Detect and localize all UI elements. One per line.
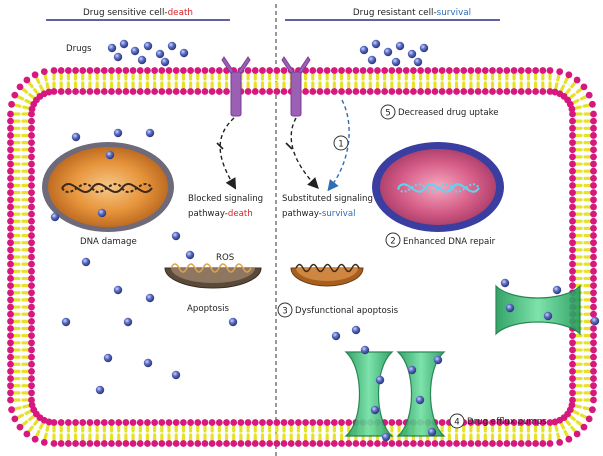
left-title: Drug sensitive cell-death <box>83 8 193 18</box>
drug-molecule <box>143 41 153 51</box>
mechanism-3-number: 3 <box>282 307 287 317</box>
receptor-right <box>281 56 311 117</box>
drug-molecule <box>145 293 155 303</box>
ros-label: ROS <box>216 253 234 263</box>
drug-molecule <box>171 370 181 380</box>
drug-molecule <box>381 432 391 442</box>
drug-molecule <box>137 55 147 65</box>
drug-molecule <box>407 49 417 59</box>
alternate-pathway-arrow <box>327 99 350 192</box>
apoptosis-label: Apoptosis <box>187 304 230 314</box>
drug-molecule <box>228 317 238 327</box>
receptor-left <box>221 56 251 117</box>
drug-molecule <box>171 231 181 241</box>
drug-molecule <box>391 57 401 67</box>
drug-molecule <box>113 128 123 138</box>
substituted-label-line1: Substituted signaling <box>282 194 373 204</box>
right-title: Drug resistant cell-survival <box>353 8 471 18</box>
drug-molecule <box>113 285 123 295</box>
drug-molecule <box>552 285 562 295</box>
repaired-dna-icon <box>397 183 480 193</box>
drug-molecule <box>103 353 113 363</box>
mechanism-2-label: Enhanced DNA repair <box>403 237 496 247</box>
drug-molecule <box>145 128 155 138</box>
mechanism-4-label: Drug efflux pumps <box>467 417 547 427</box>
drug-molecule <box>370 405 380 415</box>
drug-molecule <box>413 57 423 67</box>
drug-molecule <box>155 49 165 59</box>
drug-molecule <box>395 41 405 51</box>
substituted-label-line2: pathway-survival <box>282 209 356 219</box>
blocked-label-line2: pathway-death <box>188 209 253 219</box>
nucleus-left <box>42 142 174 232</box>
drug-molecules <box>50 39 600 442</box>
mitochondrion-left <box>164 263 262 289</box>
drug-molecule <box>167 41 177 51</box>
drug-molecule <box>331 331 341 341</box>
drug-molecule <box>371 39 381 49</box>
mechanism-4-number: 4 <box>454 418 459 428</box>
drug-molecule <box>185 250 195 260</box>
drug-molecule <box>375 375 385 385</box>
blocked-label-line1: Blocked signaling <box>188 194 263 204</box>
drug-molecule <box>415 395 425 405</box>
cell-membrane <box>7 67 597 447</box>
mechanism-5: 5 Decreased drug uptake <box>380 104 499 120</box>
drug-molecule <box>543 311 553 321</box>
drug-molecule <box>71 132 81 142</box>
drug-molecule <box>505 303 515 313</box>
drug-molecule <box>50 212 60 222</box>
drug-molecule <box>61 317 71 327</box>
efflux-pump-1 <box>344 351 394 437</box>
mechanism-5-label: Decreased drug uptake <box>398 108 499 118</box>
drug-molecule <box>590 316 600 326</box>
drug-molecule <box>367 55 377 65</box>
drug-molecule <box>359 45 369 55</box>
drug-molecule <box>107 43 117 53</box>
mechanism-4: 4 Drug efflux pumps <box>449 413 547 429</box>
drug-molecule <box>123 317 133 327</box>
mitochondrion-right <box>290 263 364 287</box>
drug-molecule <box>383 47 393 57</box>
mechanism-5-number: 5 <box>385 109 390 119</box>
drug-molecule <box>433 355 443 365</box>
damaged-dna-icon <box>61 182 153 194</box>
mechanism-3: 3 Dysfunctional apoptosis <box>277 302 399 318</box>
drugs-label: Drugs <box>66 44 92 54</box>
drug-molecule <box>81 257 91 267</box>
drug-molecule <box>160 57 170 67</box>
mechanism-3-label: Dysfunctional apoptosis <box>295 306 399 316</box>
efflux-pump-3 <box>495 284 581 336</box>
substituted-pathway-arrow <box>290 117 319 190</box>
drug-molecule <box>407 365 417 375</box>
drug-molecule <box>105 150 115 160</box>
drug-molecule <box>113 52 123 62</box>
mechanism-2-number: 2 <box>390 237 395 247</box>
mechanism-2: 2 Enhanced DNA repair <box>385 232 496 248</box>
dna-damage-label: DNA damage <box>80 237 137 247</box>
drug-molecule <box>143 358 153 368</box>
nucleus-right <box>372 142 504 232</box>
mechanism-1-number: 1 <box>338 140 343 150</box>
inhibition-mark-left <box>216 142 224 150</box>
drug-molecule <box>130 46 140 56</box>
mechanism-1: 1 <box>333 135 349 151</box>
drug-molecule <box>179 48 189 58</box>
drug-molecule <box>500 278 510 288</box>
drug-molecule <box>351 325 361 335</box>
drug-molecule <box>360 345 370 355</box>
drug-molecule <box>427 427 437 437</box>
drug-molecule <box>119 39 129 49</box>
drug-molecule <box>95 385 105 395</box>
drug-molecule <box>419 43 429 53</box>
blocked-pathway-arrow <box>219 117 237 190</box>
inhibition-mark-right <box>285 142 293 150</box>
